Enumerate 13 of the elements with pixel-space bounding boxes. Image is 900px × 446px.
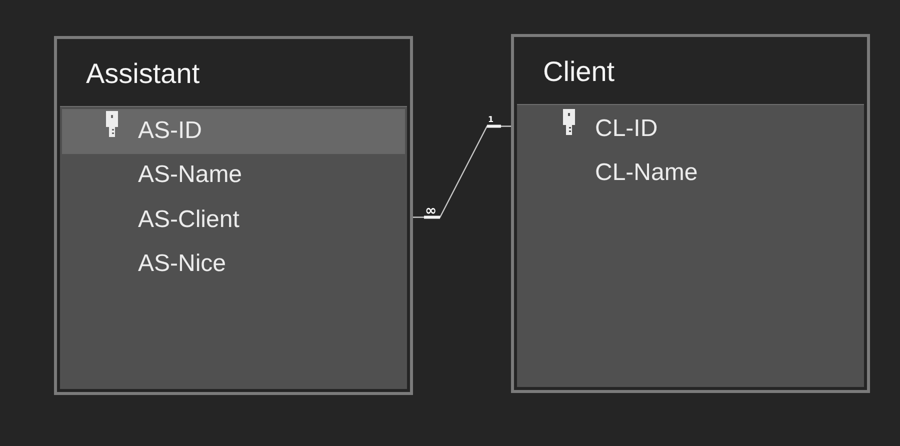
field-name: AS-Name: [138, 161, 242, 190]
field-name: AS-ID: [138, 116, 202, 146]
cardinality-label: 1: [488, 116, 494, 124]
entity-table: [511, 34, 870, 393]
cardinality-label: ∞: [425, 204, 437, 218]
field-name: AS-Nice: [138, 250, 226, 280]
field-name: CL-ID: [595, 114, 658, 144]
table-title: Assistant: [86, 57, 200, 91]
entity-table: [54, 36, 413, 395]
field-name: AS-Client: [138, 206, 240, 235]
relationship-line: [413, 124, 511, 219]
field-name: CL-Name: [595, 159, 698, 188]
table-title: Client: [543, 55, 615, 89]
